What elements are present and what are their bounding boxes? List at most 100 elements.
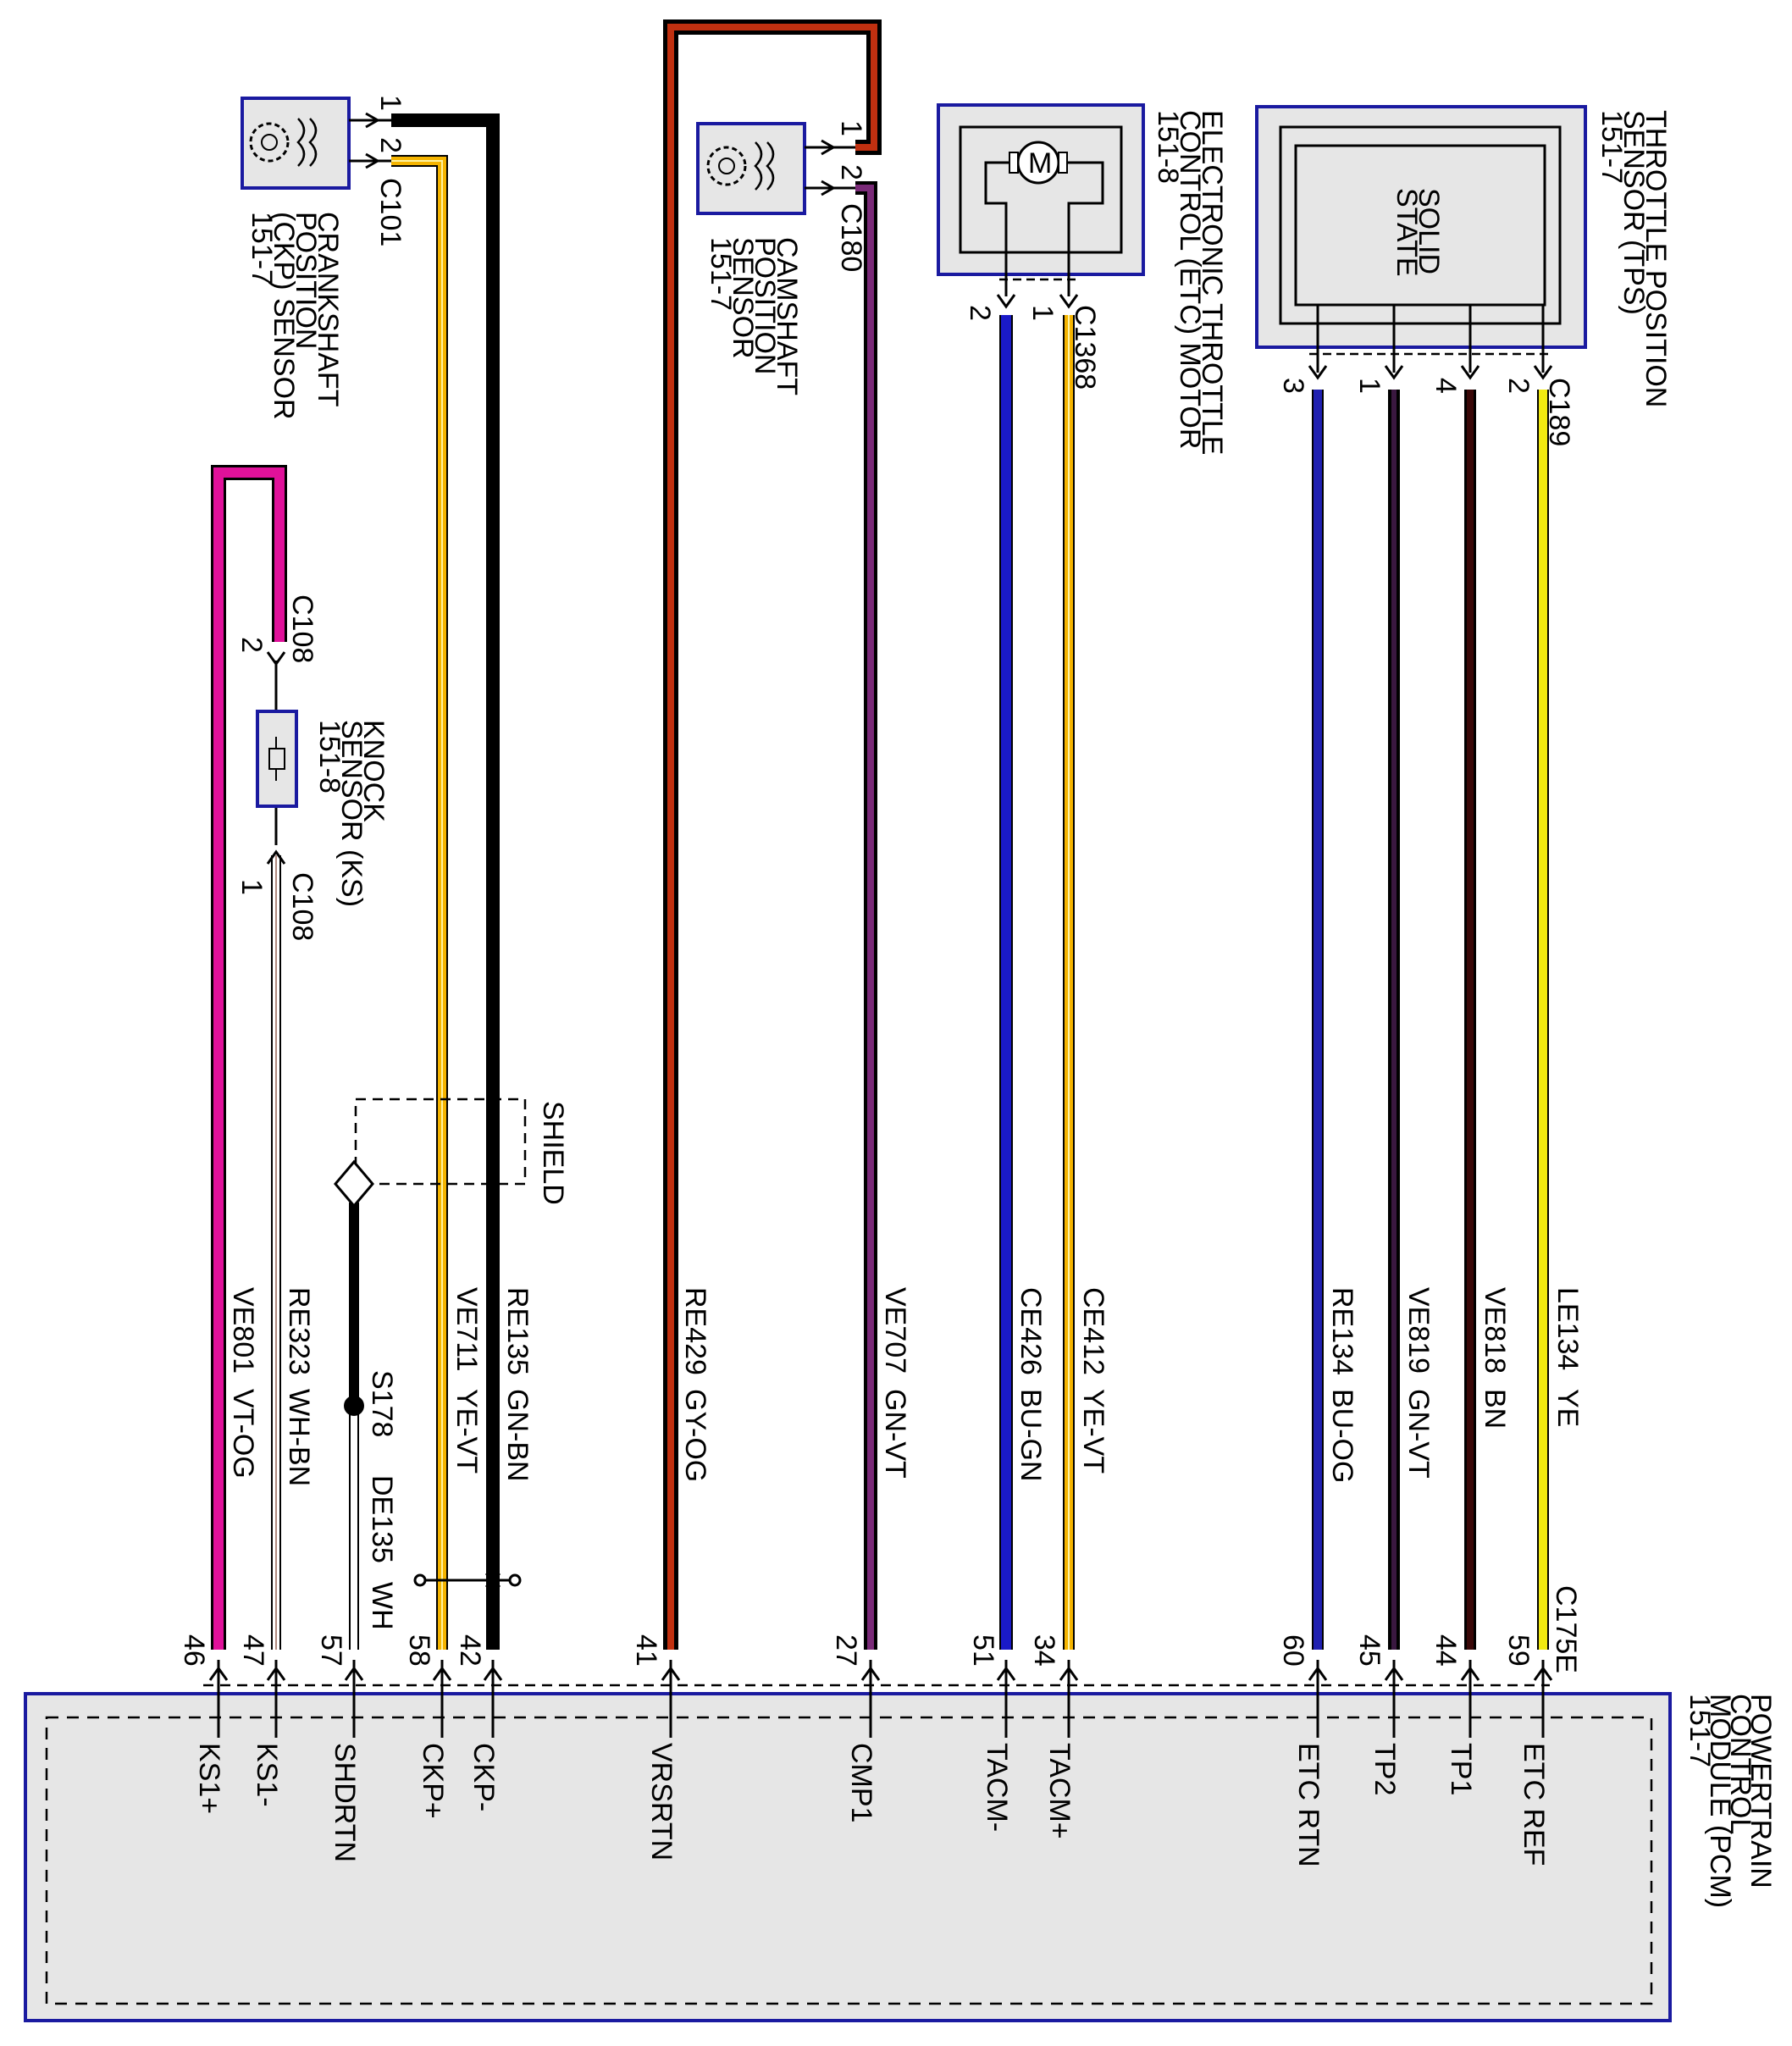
pcm-signal-label: CKP+ <box>417 1743 449 1819</box>
cmp-title-line-2: POSITION <box>749 237 781 374</box>
etc-pin-2: 2 <box>964 305 996 321</box>
cmp-connector-label: C180 <box>835 203 867 272</box>
pcm-pin-number: 57 <box>315 1634 347 1667</box>
pcm-pin-number: 44 <box>1430 1634 1462 1667</box>
pcm-signal-label: TACM- <box>981 1743 1013 1832</box>
pcm-pin-number: 42 <box>454 1634 486 1667</box>
shield-label: SHIELD <box>537 1101 569 1205</box>
pcm-module <box>24 1684 1672 2022</box>
ks-bottom-connector: C108 <box>286 872 318 941</box>
ckp-title-line-4: 151-7 <box>246 212 278 285</box>
ckp-sensor <box>241 97 391 190</box>
wire-color-label: YE-VT <box>451 1389 483 1474</box>
ckp-connector-label: C101 <box>374 178 407 246</box>
tps-pin-3: 3 <box>1277 378 1309 394</box>
wire-color-label: BU-OG <box>1326 1389 1358 1483</box>
pcm-signal-label: CKP- <box>467 1743 500 1811</box>
pcm-pin-number: 58 <box>403 1634 435 1667</box>
motor-symbol: M <box>1028 147 1052 180</box>
wire-circuit-label: RE135 <box>501 1287 534 1375</box>
wire-color-label: YE-VT <box>1077 1389 1109 1474</box>
pcm-pin-number: 34 <box>1028 1634 1060 1667</box>
pcm-signal-label: TACM+ <box>1043 1743 1076 1839</box>
ks-bottom-pin: 1 <box>235 879 268 895</box>
pcm-pin-number: 46 <box>178 1634 210 1667</box>
wire-ckp-plus <box>391 155 448 1650</box>
splice-label: S178 <box>366 1370 398 1437</box>
wire-color-label: VT-OG <box>227 1389 259 1479</box>
wire-color-label: GN-VT <box>1402 1389 1435 1479</box>
pcm-signal-label: CMP1 <box>845 1743 877 1822</box>
pcm-signal-label: SHDRTN <box>329 1743 361 1862</box>
wire-color-label: BN <box>1479 1389 1511 1429</box>
wire-color-label: GN-BN <box>501 1389 534 1482</box>
tps-inner-line-2: STATE <box>1391 188 1423 277</box>
wire-ckp-minus <box>391 113 500 1650</box>
cmp-pin-2: 2 <box>835 164 867 180</box>
cmp-title-line-3: SENSOR <box>727 237 759 359</box>
etc-motor: M <box>937 103 1145 309</box>
wire-circuit-label: VE707 <box>879 1287 911 1374</box>
tps-connector-label: C189 <box>1543 378 1575 446</box>
tps-title-line-1: THROTTLE POSITION <box>1640 110 1672 407</box>
wire-cmp1 <box>855 181 877 1650</box>
coil-icon <box>296 118 318 167</box>
etc-pin-1: 1 <box>1026 305 1059 321</box>
wire-color-label: YE <box>1551 1389 1584 1427</box>
shield-outline <box>334 1098 527 1416</box>
coil-icon <box>754 141 775 191</box>
pcm-signal-label: VRSRTN <box>645 1743 678 1861</box>
pcm-connector-label: C175E <box>1550 1585 1582 1673</box>
tps-pin-4: 4 <box>1430 378 1462 394</box>
pcm-pin-numbers: 46 47 57 58 42 41 27 51 34 60 45 44 59 <box>178 1634 1535 1667</box>
gear-icon <box>706 146 747 186</box>
wire-circuit-label: VE801 <box>227 1287 259 1374</box>
ckp-pin-2: 2 <box>374 137 407 153</box>
ckp-title-line-2: POSITION <box>290 212 322 349</box>
ckp-pin-1: 1 <box>374 95 407 111</box>
wire-color-label: BU-GN <box>1015 1389 1047 1482</box>
ks-top-connector: C108 <box>286 594 318 663</box>
pcm-pin-number: 27 <box>830 1634 862 1667</box>
pcm-pin-number: 47 <box>237 1634 269 1667</box>
pcm-title-line-1: POWERTRAIN <box>1745 1694 1777 1888</box>
pcm-signal-label: KS1- <box>251 1743 283 1807</box>
drain-color-label: WH <box>366 1582 398 1630</box>
wire-ks1-plus <box>211 465 287 1650</box>
wire-circuit-label: RE323 <box>283 1287 315 1375</box>
cmp-pin-1: 1 <box>835 120 867 136</box>
tps-inner-line-1: SOLID <box>1413 188 1445 274</box>
pcm-signal-label: ETC REF <box>1518 1743 1550 1866</box>
pcm-pin-number: 45 <box>1353 1634 1385 1667</box>
etc-connector-label: C1368 <box>1069 305 1101 390</box>
ks-top-pin: 2 <box>235 637 268 653</box>
tps-pin-2: 2 <box>1502 378 1535 394</box>
pcm-pin-number: 59 <box>1502 1634 1535 1667</box>
cmp-sensor <box>696 122 855 215</box>
wire-circuit-label: CE426 <box>1015 1287 1047 1375</box>
wire-circuit-label: LE134 <box>1551 1287 1584 1370</box>
wire-color-label: WH-BN <box>283 1389 315 1486</box>
pcm-title-line-4: 151-7 <box>1684 1694 1716 1767</box>
etc-title-line-1: ELECTRONIC THROTTLE <box>1196 110 1228 455</box>
pcm-title-line-2: CONTROL <box>1724 1694 1756 1834</box>
wire-circuit-label: VE819 <box>1402 1287 1435 1374</box>
gear-icon <box>249 122 290 163</box>
wire-color-label: GY-OG <box>679 1389 711 1482</box>
cmp-title-line-1: CAMSHAFT <box>771 237 803 395</box>
pcm-pin-number: 51 <box>967 1634 999 1667</box>
pcm-signal-names: KS1+ KS1- SHDRTN CKP+ CKP- VRSRTN CMP1 T… <box>193 1743 1550 1867</box>
pcm-pin-number: 60 <box>1277 1634 1309 1667</box>
twisted-pair-marker <box>413 1572 522 1589</box>
ckp-title-line-3: (CKP) SENSOR <box>268 212 300 420</box>
wire-circuit-label: CE412 <box>1077 1287 1109 1375</box>
tps-title-line-3: 151-7 <box>1596 110 1628 184</box>
wire-circuit-label: VE711 <box>451 1287 483 1372</box>
splice-s178-dot <box>344 1396 364 1416</box>
wire-circuit-label: VE818 <box>1479 1287 1511 1374</box>
tps-pin-1: 1 <box>1353 378 1385 394</box>
wire-vrsrtn <box>663 19 882 1650</box>
pcm-signal-label: TP1 <box>1445 1743 1477 1795</box>
pcm-pin-number: 41 <box>630 1634 662 1667</box>
pcm-signal-label: ETC RTN <box>1292 1743 1325 1867</box>
